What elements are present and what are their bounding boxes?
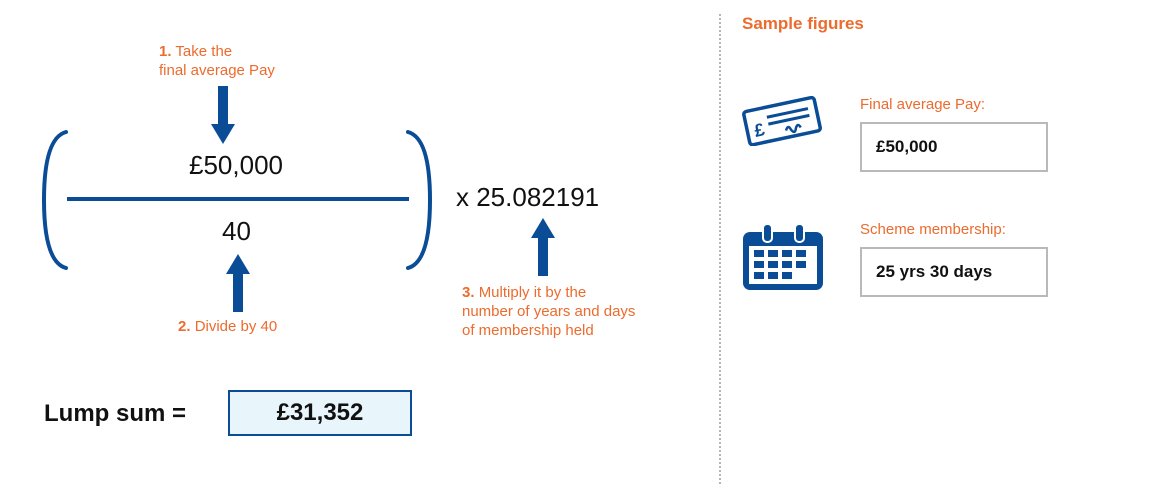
lump-sum-label: Lump sum = — [44, 400, 187, 427]
step-1-label: 1. Take the final average Pay — [159, 42, 275, 80]
step-3-number: 3. — [462, 284, 475, 301]
fraction-brackets — [41, 130, 433, 270]
arrow-down-icon — [211, 86, 235, 144]
step-2-text: Divide by 40 — [194, 318, 278, 335]
sample-figures-title: Sample figures — [742, 14, 864, 33]
membership-label: Scheme membership: — [860, 221, 1006, 238]
svg-text:£: £ — [752, 119, 766, 141]
numerator: £50,000 — [189, 150, 283, 180]
step-1-text-b: final average Pay — [159, 62, 275, 79]
multiplier: x 25.082191 — [456, 182, 600, 212]
lump-sum-value: £31,352 — [228, 390, 412, 436]
section-divider — [719, 14, 721, 484]
step-3-label: 3. Multiply it by the number of years an… — [462, 283, 635, 340]
step-3-text-a: Multiply it by the — [478, 284, 587, 301]
calendar-icon — [743, 223, 823, 290]
cheque-icon: £ — [742, 96, 822, 146]
step-3-text-b: number of years and days — [462, 303, 636, 320]
pay-label: Final average Pay: — [860, 96, 986, 113]
step-1-text-a: Take the — [175, 43, 233, 60]
denominator: 40 — [222, 216, 251, 246]
step-2-number: 2. — [178, 318, 191, 335]
step-1-number: 1. — [159, 43, 172, 60]
arrow-up-icon — [226, 254, 250, 312]
step-3-text-c: of membership held — [462, 322, 594, 339]
step-2-label: 2. Divide by 40 — [178, 317, 277, 336]
pay-value-field: £50,000 — [860, 122, 1048, 172]
left-bracket — [41, 130, 68, 270]
membership-value-field: 25 yrs 30 days — [860, 247, 1048, 297]
right-bracket — [406, 130, 433, 270]
fraction-line — [67, 197, 409, 201]
arrow-up-icon — [531, 218, 555, 276]
